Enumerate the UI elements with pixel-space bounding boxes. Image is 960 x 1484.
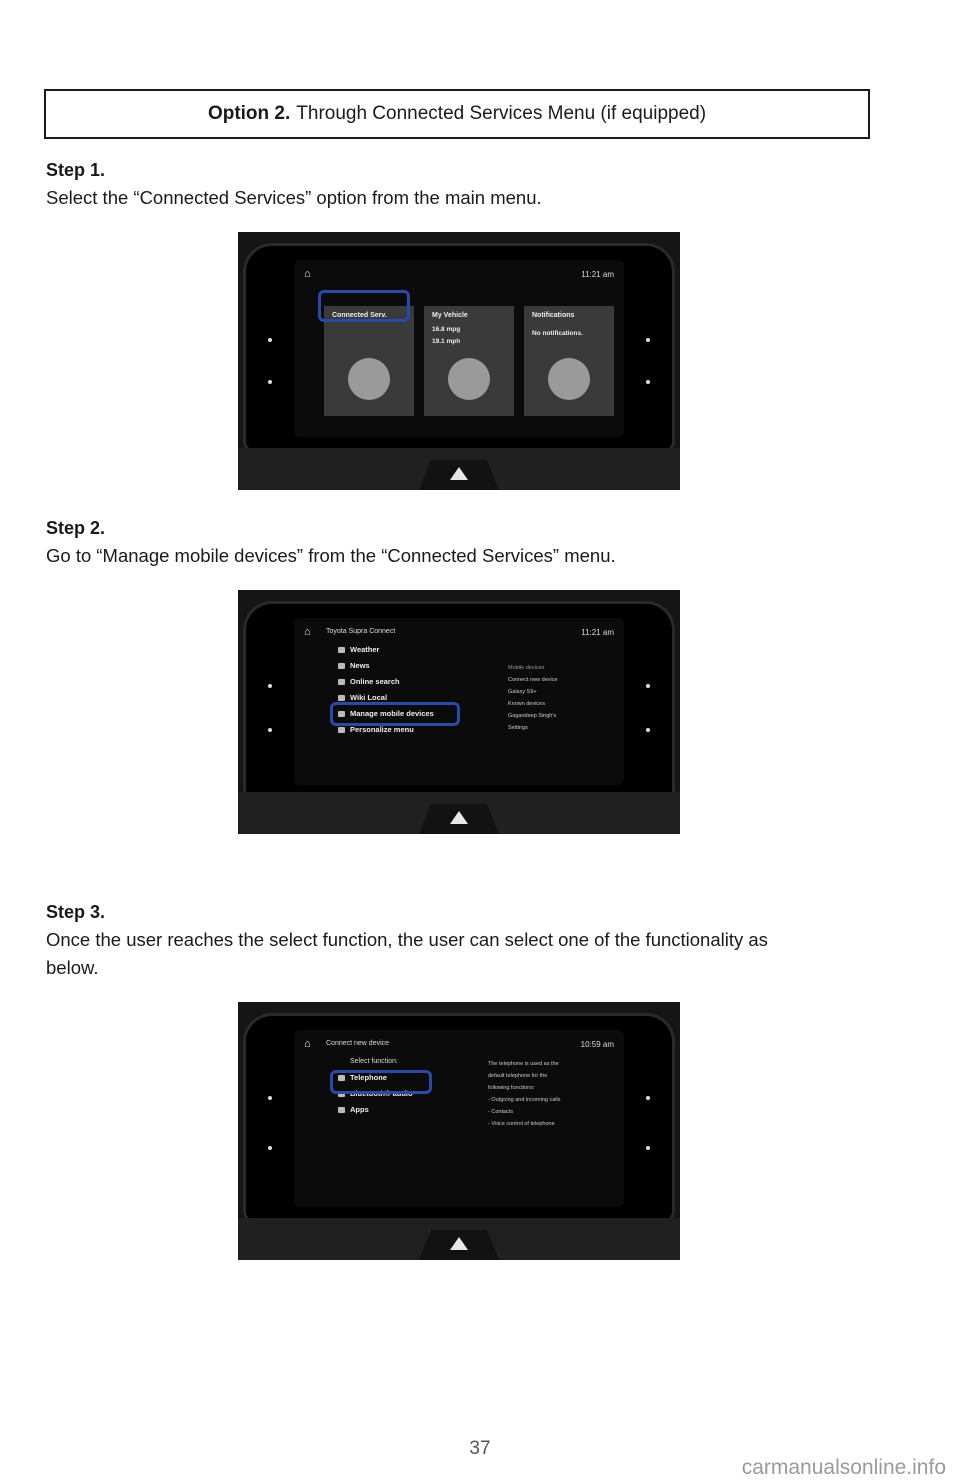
tile-mpg: 16.8 mpg	[432, 326, 461, 333]
screenshot-step-1: ⌂ 11:21 am Connected Serv. My Vehicle 16…	[238, 232, 680, 490]
highlight-box	[330, 702, 460, 726]
mobile-devices-list: Mobile devices Connect new device Galaxy…	[508, 662, 608, 734]
menu-item: Wiki Local	[336, 690, 434, 706]
step-2-text: Go to “Manage mobile devices” from the “…	[46, 545, 616, 566]
car-icon	[448, 358, 490, 400]
option-heading-box: Option 2. Through Connected Services Men…	[44, 89, 870, 139]
air-vent	[238, 1218, 680, 1260]
telephone-info: The telephone is used as the default tel…	[488, 1058, 608, 1130]
menu-item: Personalize menu	[336, 722, 434, 738]
info-line: - Contacts	[488, 1109, 514, 1115]
menu-item: Apps	[336, 1102, 413, 1118]
envelope-icon	[548, 358, 590, 400]
display-bezel: ⌂ Connect new device 10:59 am Select fun…	[246, 1016, 672, 1221]
side-title: Mobile devices	[508, 665, 545, 671]
option-text: Through Connected Services Menu (if equi…	[296, 103, 707, 124]
display-bezel: ⌂ Toyota Supra Connect 11:21 am Weather …	[246, 604, 672, 799]
tile-mph: 19.1 mph	[432, 338, 461, 345]
side-item: Galaxy S9+	[508, 689, 537, 695]
tile-no-notifications: No notifications.	[532, 330, 583, 337]
clock: 11:21 am	[581, 628, 614, 637]
tile-connected-services: Connected Serv.	[324, 306, 414, 416]
display-bezel: ⌂ 11:21 am Connected Serv. My Vehicle 16…	[246, 246, 672, 451]
step-1-text: Select the “Connected Services” option f…	[46, 187, 542, 208]
step-3-text: Once the user reaches the select functio…	[46, 929, 768, 978]
menu-item: News	[336, 658, 434, 674]
step-1-title: Step 1.	[46, 160, 106, 180]
side-item: Connect new device	[508, 677, 558, 683]
highlight-box	[330, 1070, 432, 1094]
page-number: 37	[469, 1438, 491, 1459]
air-vent	[238, 448, 680, 490]
tile-label: Connected Serv.	[332, 312, 387, 319]
info-line: - Outgoing and incoming calls	[488, 1097, 561, 1103]
info-line: default telephone for the	[488, 1073, 548, 1079]
side-item: Known devices	[508, 701, 545, 707]
option-number: Option 2.	[207, 103, 291, 124]
watermark: carmanualsonline.info	[741, 1456, 946, 1479]
infotainment-screen: ⌂ 11:21 am Connected Serv. My Vehicle 16…	[294, 260, 624, 437]
home-icon: ⌂	[304, 1038, 311, 1050]
screen-title: Connect new device	[326, 1040, 390, 1047]
services-menu: Weather News Online search Wiki Local Ma…	[336, 642, 434, 738]
infotainment-screen: ⌂ Connect new device 10:59 am Select fun…	[294, 1030, 624, 1207]
home-icon: ⌂	[304, 268, 311, 280]
tile-my-vehicle: My Vehicle 16.8 mpg 19.1 mph	[424, 306, 514, 416]
info-line: The telephone is used as the	[488, 1061, 559, 1067]
step-3-title: Step 3.	[46, 902, 106, 922]
menu-item: Manage mobile devices	[336, 706, 434, 722]
side-item: Gagandeep Singh's	[508, 713, 557, 719]
tile-label: My Vehicle	[432, 312, 468, 319]
menu-item: Telephone	[336, 1070, 413, 1086]
info-line: following functions:	[488, 1085, 535, 1091]
screen-title: Toyota Supra Connect	[326, 628, 396, 635]
step-2-title: Step 2.	[46, 518, 106, 538]
screenshot-step-3: ⌂ Connect new device 10:59 am Select fun…	[238, 1002, 680, 1260]
highlight-box	[318, 290, 410, 322]
info-line: - Voice control of telephone	[488, 1121, 555, 1127]
menu-item: Weather	[336, 642, 434, 658]
tile-label: Notifications	[532, 312, 575, 319]
side-item: Settings	[508, 725, 528, 731]
select-function-label: Select function:	[350, 1058, 398, 1065]
screenshot-step-2: ⌂ Toyota Supra Connect 11:21 am Weather …	[238, 590, 680, 834]
globe-icon	[348, 358, 390, 400]
home-icon: ⌂	[304, 626, 311, 638]
clock: 10:59 am	[580, 1040, 614, 1049]
tile-notifications: Notifications No notifications.	[524, 306, 614, 416]
air-vent	[238, 792, 680, 834]
menu-item: Online search	[336, 674, 434, 690]
clock: 11:21 am	[581, 270, 614, 279]
infotainment-screen: ⌂ Toyota Supra Connect 11:21 am Weather …	[294, 618, 624, 785]
